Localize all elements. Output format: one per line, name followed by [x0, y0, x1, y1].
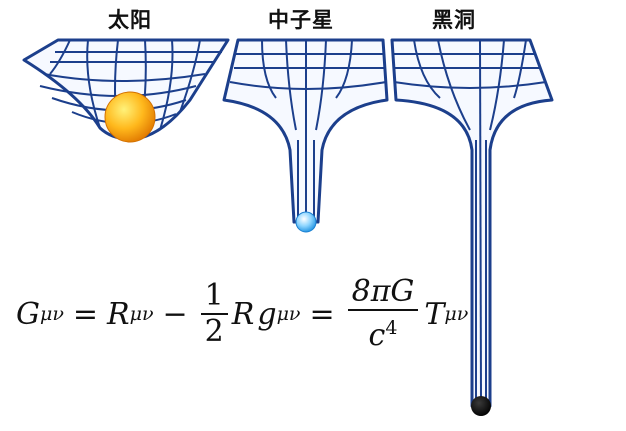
- neutron-star-sphere: [295, 211, 317, 233]
- eq-r-subscript: μν: [129, 303, 154, 325]
- eq-c: c: [368, 318, 386, 353]
- eq-g: G: [16, 296, 40, 332]
- eq-equals-2: =: [309, 296, 335, 332]
- neutron-star-well: [222, 38, 389, 224]
- eq-equals-1: =: [72, 296, 99, 332]
- label-neutron-star: 中子星: [268, 8, 334, 32]
- eq-constant-fraction: 8πG c4: [347, 274, 419, 353]
- eq-half-denominator: 2: [204, 314, 224, 349]
- eq-half-bar: [200, 313, 228, 315]
- eq-constant-bar: [347, 309, 419, 311]
- eq-minus: −: [162, 296, 188, 332]
- eq-constant-numerator: 8πG: [351, 274, 415, 309]
- eq-g-subscript: μν: [39, 303, 64, 325]
- eq-half-fraction: 1 2: [200, 278, 228, 349]
- label-sun: 太阳: [108, 8, 152, 32]
- sun-sphere: [104, 91, 156, 143]
- label-black-hole: 黑洞: [432, 8, 476, 32]
- eq-metric-subscript: μν: [276, 303, 301, 325]
- eq-metric-g: g: [257, 296, 277, 332]
- eq-half-numerator: 1: [204, 278, 224, 313]
- black-hole-sphere: [471, 396, 491, 416]
- eq-r: R: [107, 296, 130, 332]
- eq-t-subscript: μν: [444, 303, 469, 325]
- eq-r-scalar: R: [231, 296, 255, 332]
- eq-c-exponent: 4: [385, 317, 398, 339]
- black-hole-well: [390, 38, 554, 408]
- eq-constant-denominator: c4: [365, 311, 402, 353]
- eq-t: T: [424, 296, 445, 332]
